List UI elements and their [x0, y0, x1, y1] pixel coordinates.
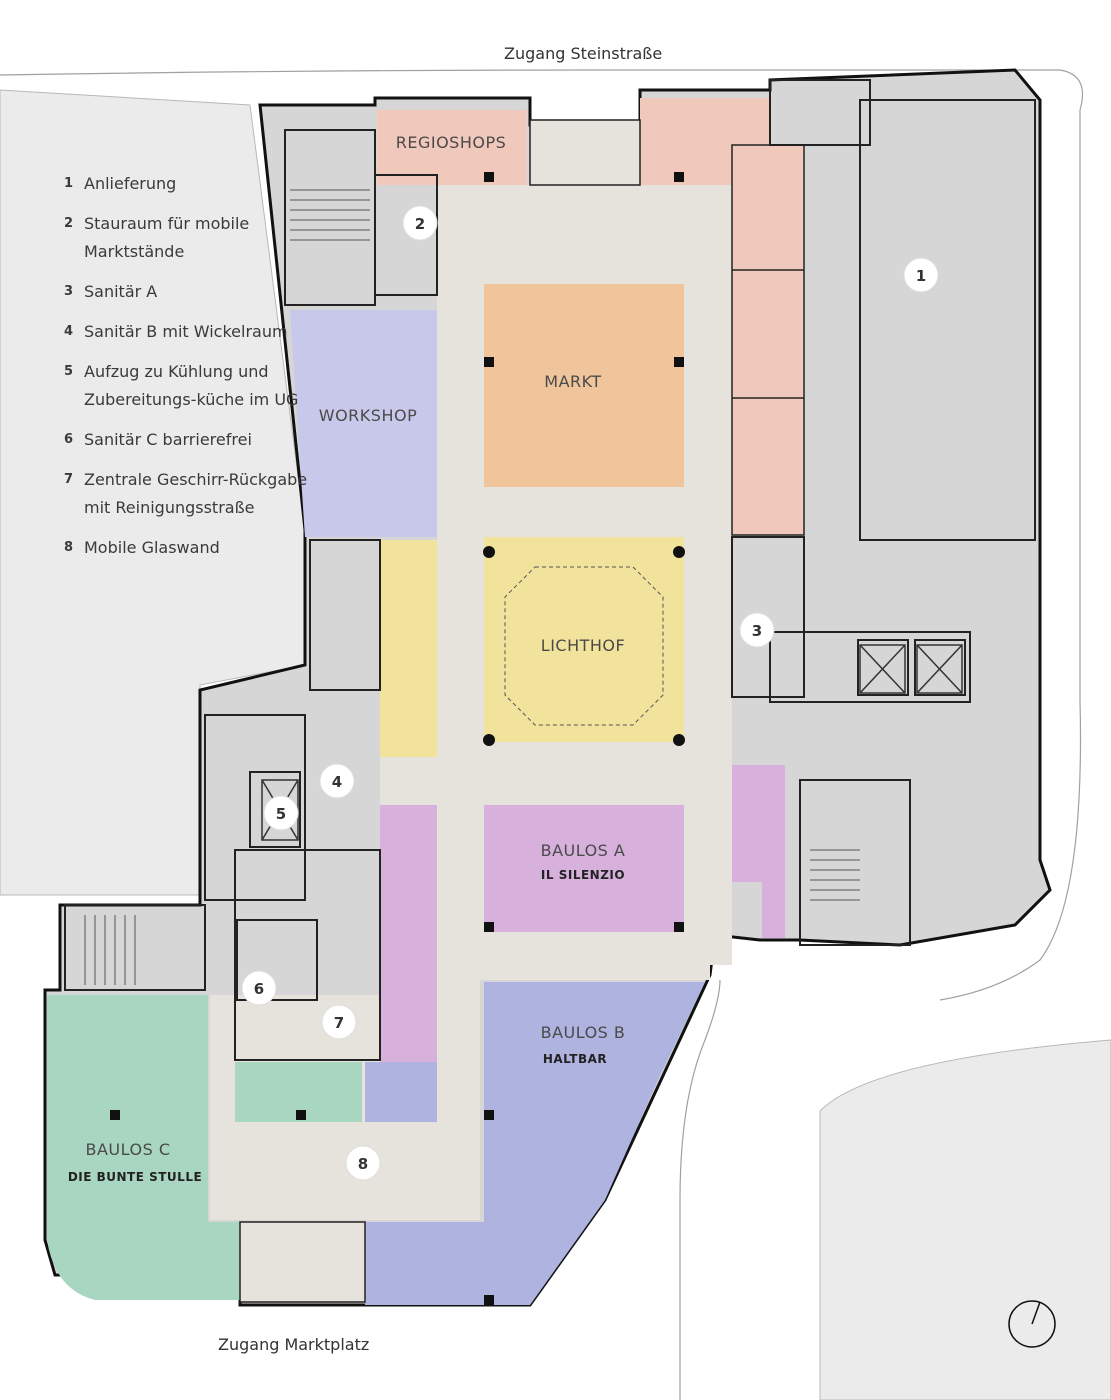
- legend-num: 2: [64, 216, 74, 231]
- marker-3: 3: [739, 612, 775, 648]
- legend-item-1: 1 Anlieferung: [64, 170, 314, 198]
- baulos-c-label: BAULOS C: [86, 1140, 171, 1159]
- marker-6-number: 6: [254, 980, 264, 998]
- baulos-c-area: [47, 995, 240, 1300]
- baulos-b-area: [365, 982, 705, 1305]
- baulos-a-label: BAULOS A: [541, 841, 626, 860]
- baulos-a-sublabel: IL SILENZIO: [541, 868, 625, 882]
- markt-area: [484, 284, 684, 487]
- legend-num: 6: [64, 432, 74, 447]
- legend-num: 5: [64, 364, 74, 379]
- legend-num: 3: [64, 284, 74, 299]
- baulos-a-side-east: [732, 765, 785, 938]
- service-walls: [64, 79, 1036, 1061]
- stair-hatching: [84, 189, 860, 985]
- marker-4-number: 4: [332, 773, 342, 791]
- entrance-label-south: Zugang Marktplatz: [218, 1335, 370, 1354]
- marker-7: 7: [321, 1004, 357, 1040]
- marker-8: 8: [345, 1145, 381, 1181]
- marker-6: 6: [241, 970, 277, 1006]
- north-arrow-icon: [1008, 1300, 1056, 1348]
- legend: 1 Anlieferung 2 Stauraum für mobile Markts…: [64, 170, 314, 574]
- legend-num: 8: [64, 540, 74, 555]
- legend-num: 7: [64, 472, 74, 487]
- legend-text: Sanitär A: [84, 282, 158, 301]
- baulos-b-sublabel: HALTBAR: [543, 1052, 607, 1066]
- legend-item-5: 5 Aufzug zu Kühlung und Zubereitungs-küch…: [64, 358, 314, 414]
- workshop-area: [290, 310, 437, 537]
- legend-num: 4: [64, 324, 74, 339]
- legend-item-8: 8 Mobile Glaswand: [64, 534, 314, 562]
- baulos-a-area: [484, 805, 684, 932]
- legend-text: Stauraum für mobile Marktstände: [84, 214, 250, 261]
- marker-8-number: 8: [358, 1155, 368, 1173]
- legend-item-7: 7 Zentrale Geschirr-Rückgabe mit Reinigun…: [64, 466, 314, 522]
- lichthof-label: LICHTHOF: [541, 636, 625, 655]
- marker-5-number: 5: [276, 805, 286, 823]
- marker-7-number: 7: [334, 1014, 344, 1032]
- legend-text: Aufzug zu Kühlung und Zubereitungs-küche…: [84, 362, 299, 409]
- regioshop-strip: [731, 144, 805, 536]
- structural-columns: [110, 172, 685, 1305]
- legend-item-4: 4 Sanitär B mit Wickelraum: [64, 318, 314, 346]
- neighbor-building-southeast: [819, 1039, 1111, 1400]
- entrance-label-north: Zugang Steinstraße: [504, 44, 663, 63]
- regioshops-area: [377, 110, 527, 185]
- lichthof-side: [380, 540, 437, 757]
- street-line-north: [0, 69, 1084, 1001]
- marker-2-number: 2: [415, 215, 425, 233]
- baulos-a-side-west: [380, 805, 437, 1062]
- regioshops-label: REGIOSHOPS: [396, 133, 507, 152]
- baulos-b-label: BAULOS B: [541, 1023, 626, 1042]
- entrance-south-vestibule: [239, 1221, 366, 1303]
- legend-text: Sanitär C barrierefrei: [84, 430, 252, 449]
- legend-text: Sanitär B mit Wickelraum: [84, 322, 288, 341]
- legend-item-3: 3 Sanitär A: [64, 278, 314, 306]
- neighbor-building-west: [0, 89, 306, 896]
- legend-text: Mobile Glaswand: [84, 538, 220, 557]
- marker-4: 4: [319, 763, 355, 799]
- lichthof-area: [484, 537, 684, 742]
- street-line-east: [679, 979, 721, 1400]
- legend-item-2: 2 Stauraum für mobile Marktstände: [64, 210, 314, 266]
- legend-item-6: 6 Sanitär C barrierefrei: [64, 426, 314, 454]
- lichthof-octagon: [504, 566, 664, 726]
- marker-1-number: 1: [916, 267, 926, 285]
- workshop-label: WORKSHOP: [319, 406, 417, 425]
- marker-3-number: 3: [752, 622, 762, 640]
- legend-text: Zentrale Geschirr-Rückgabe mit Reinigung…: [84, 470, 308, 517]
- marker-1: 1: [903, 257, 939, 293]
- legend-num: 1: [64, 176, 74, 191]
- markt-label: MARKT: [544, 372, 601, 391]
- legend-text: Anlieferung: [84, 174, 177, 193]
- baulos-b-west: [365, 1062, 437, 1122]
- marker-5: 5: [263, 795, 299, 831]
- marker-2: 2: [402, 205, 438, 241]
- entrance-north-vestibule: [529, 119, 641, 186]
- baulos-c-sublabel: DIE BUNTE STULLE: [68, 1170, 202, 1184]
